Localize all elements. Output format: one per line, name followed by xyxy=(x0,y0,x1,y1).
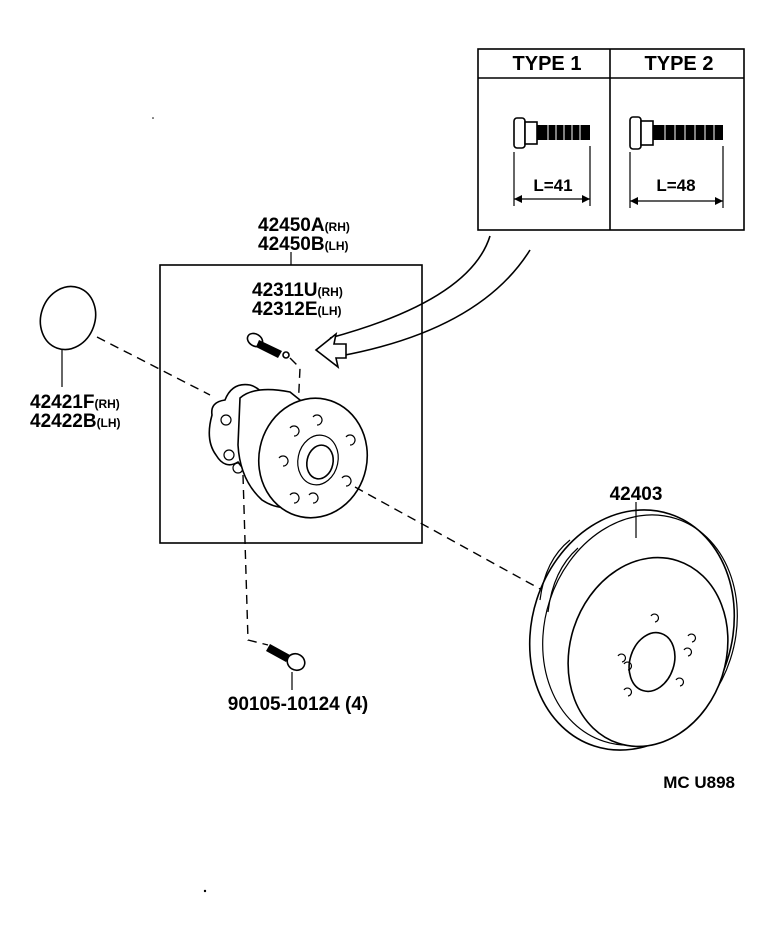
mounting-bolt-number: 90105-10124 (4) xyxy=(228,694,369,715)
hub-bearing-drawing xyxy=(208,383,369,519)
type1-length: L=41 xyxy=(533,176,572,195)
hub-bolt-leader xyxy=(289,357,301,411)
mounting-bolt-leader xyxy=(242,474,269,646)
type2-length: L=48 xyxy=(656,176,695,195)
type1-header: TYPE 1 xyxy=(513,53,582,75)
brake-drum-number: 42403 xyxy=(610,484,663,505)
hub-assembly-lh-number: 42450B(LH) xyxy=(258,234,349,255)
hub-bolt-rh-number: 42311U(RH) xyxy=(252,280,343,301)
brake-drum-leader xyxy=(354,486,543,591)
type1-stud-bolt-drawing xyxy=(513,117,591,206)
grease-cap-leader xyxy=(96,336,211,396)
type-callout-arrow xyxy=(314,235,531,369)
type2-header: TYPE 2 xyxy=(645,53,714,75)
grease-cap-rh-number: 42421F(RH) xyxy=(30,392,120,413)
grease-cap-drawing xyxy=(39,285,97,387)
grease-cap-lh-number: 42422B(LH) xyxy=(30,411,121,432)
brake-drum-drawing xyxy=(528,502,738,751)
scan-speck xyxy=(152,117,154,119)
type2-stud-bolt-drawing xyxy=(629,116,724,208)
bolt-type-table: TYPE 1 TYPE 2 L=41 xyxy=(477,48,745,231)
hub-bolt-lh-number: 42312E(LH) xyxy=(252,299,342,320)
diagram-code: MC U898 xyxy=(663,773,735,792)
hub-bolt-drawing xyxy=(246,332,290,359)
hub-assembly-box xyxy=(159,252,423,544)
scan-speck xyxy=(203,889,207,893)
hub-assembly-rh-number: 42450A(RH) xyxy=(258,215,350,236)
mounting-bolt-drawing xyxy=(266,644,306,690)
